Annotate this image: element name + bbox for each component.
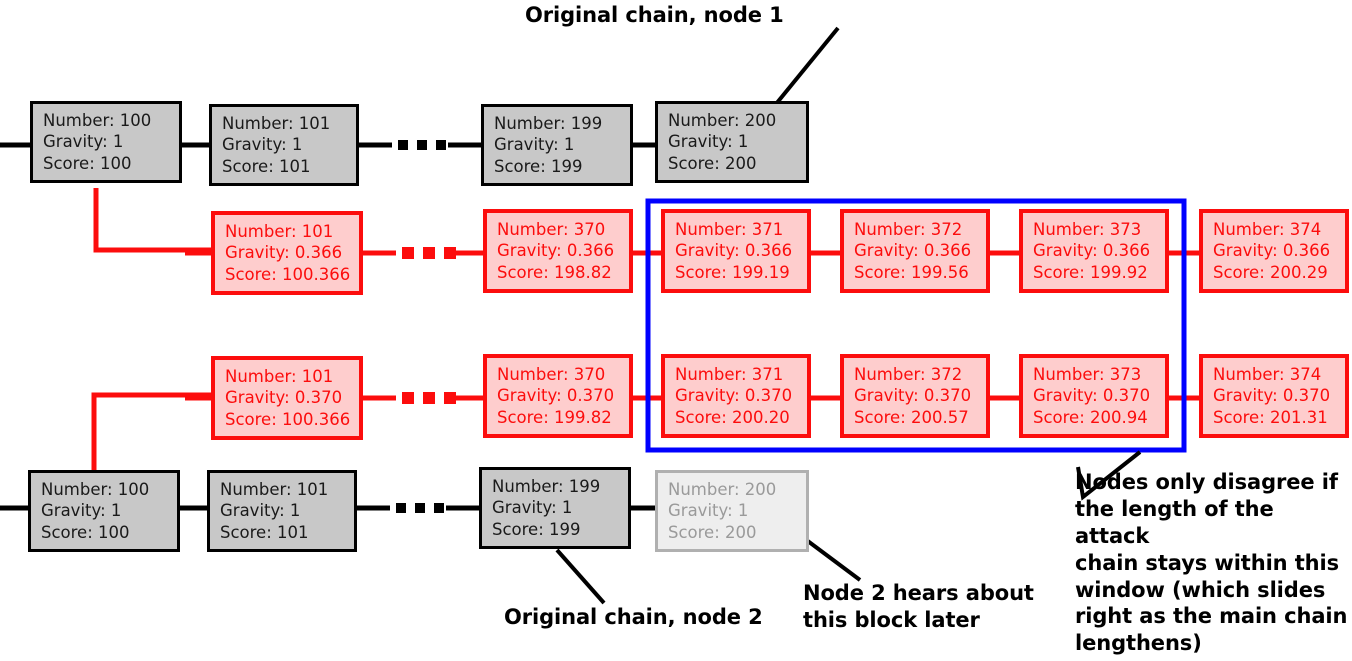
attack-chain-2-ellipsis <box>402 392 456 404</box>
annotation-original-chain-node2: Original chain, node 2 <box>504 605 763 629</box>
block-score: Score: 200.94 <box>1033 407 1148 427</box>
block-attack2-374[interactable]: Number: 374 Gravity: 0.370 Score: 201.31 <box>1199 354 1349 439</box>
block-gravity: Gravity: 0.370 <box>675 386 793 406</box>
block-main1-100[interactable]: Number: 100 Gravity: 1 Score: 100 <box>30 101 182 184</box>
block-score: Score: 198.82 <box>497 262 612 282</box>
block-gravity: Gravity: 0.370 <box>497 386 615 406</box>
block-gravity: Gravity: 1 <box>492 498 573 518</box>
leader-original-chain-node2 <box>555 548 606 605</box>
block-score: Score: 200.20 <box>675 407 790 427</box>
block-score: Score: 100.366 <box>225 409 351 429</box>
block-score: Score: 200 <box>668 522 757 542</box>
fork-node2 <box>91 392 213 472</box>
block-gravity: Gravity: 1 <box>668 132 749 152</box>
block-number: Number: 101 <box>220 480 329 499</box>
block-attack1-101[interactable]: Number: 101 Gravity: 0.366 Score: 100.36… <box>211 211 363 296</box>
leader-original-chain-node1 <box>774 26 840 106</box>
block-gravity: Gravity: 0.366 <box>854 241 972 261</box>
block-attack1-374[interactable]: Number: 374 Gravity: 0.366 Score: 200.29 <box>1199 209 1349 294</box>
block-score: Score: 199.56 <box>854 262 969 282</box>
block-main2-200-late[interactable]: Number: 200 Gravity: 1 Score: 200 <box>655 470 809 553</box>
block-main1-101[interactable]: Number: 101 Gravity: 1 Score: 101 <box>209 104 359 187</box>
block-gravity: Gravity: 1 <box>222 135 303 155</box>
block-gravity: Gravity: 0.366 <box>497 241 615 261</box>
block-number: Number: 370 <box>497 365 606 384</box>
block-gravity: Gravity: 0.366 <box>225 243 343 263</box>
block-gravity: Gravity: 0.370 <box>1033 386 1151 406</box>
block-number: Number: 199 <box>492 477 601 496</box>
block-attack1-370[interactable]: Number: 370 Gravity: 0.366 Score: 198.82 <box>483 209 633 294</box>
block-score: Score: 199.19 <box>675 262 790 282</box>
block-attack2-370[interactable]: Number: 370 Gravity: 0.370 Score: 199.82 <box>483 354 633 439</box>
block-gravity: Gravity: 1 <box>220 501 301 521</box>
block-score: Score: 100.366 <box>225 264 351 284</box>
block-main1-200[interactable]: Number: 200 Gravity: 1 Score: 200 <box>655 101 809 184</box>
block-number: Number: 101 <box>225 222 334 241</box>
block-number: Number: 372 <box>854 220 963 239</box>
block-number: Number: 372 <box>854 365 963 384</box>
block-number: Number: 199 <box>494 114 603 133</box>
main-chain-1-ellipsis <box>398 140 446 150</box>
block-score: Score: 101 <box>220 522 309 542</box>
block-gravity: Gravity: 1 <box>41 501 122 521</box>
block-main2-101[interactable]: Number: 101 Gravity: 1 Score: 101 <box>207 470 357 553</box>
main-chain-2-ellipsis <box>396 503 444 513</box>
block-number: Number: 374 <box>1213 365 1322 384</box>
block-score: Score: 199.92 <box>1033 262 1148 282</box>
block-main2-199[interactable]: Number: 199 Gravity: 1 Score: 199 <box>479 467 631 550</box>
block-gravity: Gravity: 0.370 <box>854 386 972 406</box>
block-attack2-371[interactable]: Number: 371 Gravity: 0.370 Score: 200.20 <box>661 354 811 439</box>
block-score: Score: 199.82 <box>497 407 612 427</box>
block-gravity: Gravity: 1 <box>494 135 575 155</box>
block-score: Score: 101 <box>222 156 311 176</box>
block-number: Number: 100 <box>43 111 152 130</box>
block-attack1-373[interactable]: Number: 373 Gravity: 0.366 Score: 199.92 <box>1019 209 1169 294</box>
annotation-late-block: Node 2 hears about this block later <box>803 581 1034 632</box>
block-gravity: Gravity: 0.370 <box>225 388 343 408</box>
annotation-sliding-window: Nodes only disagree if the length of the… <box>1075 470 1348 656</box>
block-score: Score: 200 <box>668 153 757 173</box>
block-score: Score: 199 <box>494 156 583 176</box>
block-gravity: Gravity: 0.366 <box>675 241 793 261</box>
block-number: Number: 370 <box>497 220 606 239</box>
block-attack2-372[interactable]: Number: 372 Gravity: 0.370 Score: 200.57 <box>840 354 990 439</box>
block-number: Number: 100 <box>41 480 150 499</box>
block-gravity: Gravity: 1 <box>43 132 124 152</box>
block-score: Score: 200.57 <box>854 407 969 427</box>
block-gravity: Gravity: 1 <box>668 501 749 521</box>
block-number: Number: 371 <box>675 365 784 384</box>
annotation-original-chain-node1: Original chain, node 1 <box>525 3 784 27</box>
block-gravity: Gravity: 0.366 <box>1213 241 1331 261</box>
block-attack2-373[interactable]: Number: 373 Gravity: 0.370 Score: 200.94 <box>1019 354 1169 439</box>
block-number: Number: 374 <box>1213 220 1322 239</box>
block-number: Number: 101 <box>222 114 331 133</box>
block-score: Score: 201.31 <box>1213 407 1328 427</box>
block-score: Score: 100 <box>41 522 130 542</box>
block-attack1-372[interactable]: Number: 372 Gravity: 0.366 Score: 199.56 <box>840 209 990 294</box>
block-attack2-101[interactable]: Number: 101 Gravity: 0.370 Score: 100.36… <box>211 356 363 441</box>
block-attack1-371[interactable]: Number: 371 Gravity: 0.366 Score: 199.19 <box>661 209 811 294</box>
block-gravity: Gravity: 0.370 <box>1213 386 1331 406</box>
block-score: Score: 200.29 <box>1213 262 1328 282</box>
block-number: Number: 101 <box>225 367 334 386</box>
block-gravity: Gravity: 0.366 <box>1033 241 1151 261</box>
block-main1-199[interactable]: Number: 199 Gravity: 1 Score: 199 <box>481 104 633 187</box>
block-number: Number: 371 <box>675 220 784 239</box>
block-number: Number: 373 <box>1033 365 1142 384</box>
attack-chain-1-ellipsis <box>402 247 456 259</box>
block-main2-100[interactable]: Number: 100 Gravity: 1 Score: 100 <box>28 470 180 553</box>
block-score: Score: 100 <box>43 153 132 173</box>
block-number: Number: 200 <box>668 111 777 130</box>
block-score: Score: 199 <box>492 519 581 539</box>
block-number: Number: 373 <box>1033 220 1142 239</box>
block-number: Number: 200 <box>668 480 777 499</box>
fork-node1 <box>93 188 213 253</box>
